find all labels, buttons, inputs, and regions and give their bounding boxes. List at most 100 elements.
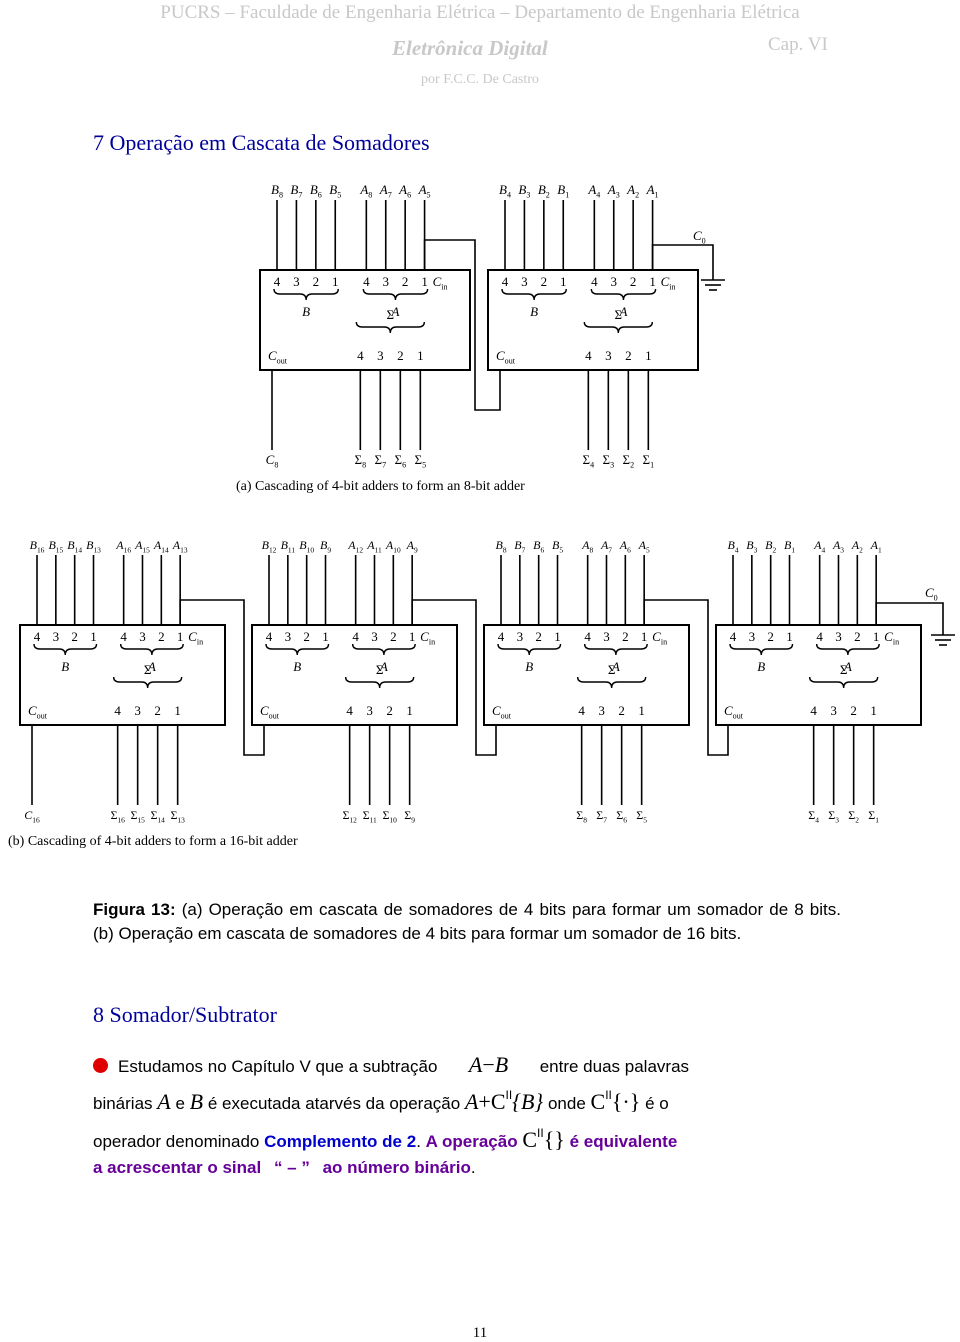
figure-caption-text: (a) Operação em cascata de somadores de … [93, 900, 841, 943]
panel-b-adder-2-input-label: B11 [281, 538, 296, 554]
panel-a-adder-1-pin-number: 1 [421, 274, 428, 289]
panel-a-adder-2-pin-number: 1 [560, 274, 567, 289]
panel-b-adder-3-pin-number: 2 [622, 629, 629, 644]
panel-b-adder-1-brace-sum [112, 676, 183, 689]
panel-b-adder-2-brace-b [265, 643, 330, 656]
panel-b-adder-3-input-label: B6 [533, 538, 544, 554]
panel-b-adder-4-sum-pin-number: 2 [850, 703, 857, 718]
paragraph-line-4: a acrescentar o sinal “ – ” ao número bi… [93, 1158, 476, 1177]
panel-b-adder-3-bus-a-label: A [611, 659, 620, 674]
panel-b-adder-3-input-label: A8 [581, 538, 593, 554]
panel-b-adder-3-cin-label: Cin [652, 629, 667, 647]
header-institution: PUCRS – Faculdade de Engenharia Elétrica… [160, 2, 800, 23]
panel-b-adder-4-sum-pin-number: 3 [830, 703, 837, 718]
panel-b-adder-3-pin-number: 3 [517, 629, 524, 644]
panel-a-adder-2-pin-number: 1 [649, 274, 656, 289]
panel-a-c8-label: C8 [266, 452, 279, 470]
panel-b-adder-2-pin-number: 3 [285, 629, 292, 644]
panel-b-caption: (b) Cascading of 4-bit adders to form a … [8, 834, 298, 849]
panel-b-adder-1-bus-a-label: A [147, 659, 156, 674]
panel-b-adder-2-input-label: A9 [406, 538, 418, 554]
panel-a-adder-2-input-label: A2 [626, 182, 639, 200]
panel-b-adder-3-pin-number: 3 [603, 629, 610, 644]
bullet-icon [93, 1058, 108, 1073]
panel-a-adder-1-sigma-label: Σ [387, 307, 395, 322]
panel-b-adder-2-bus-a-label: A [379, 659, 388, 674]
panel-a-adder-2-cin-label: Cin [661, 274, 676, 292]
panel-a-adder-1-input-label: A6 [398, 182, 411, 200]
panel-b-c0-label: C0 [925, 585, 938, 603]
panel-b-adder-4-sum-pin-number: 1 [870, 703, 877, 718]
paragraph-line-3: operador denominado Complemento de 2. A … [93, 1126, 678, 1152]
panel-a-adder-1-input-label: B6 [310, 182, 322, 200]
panel-b-adder-4-brace-b [729, 643, 794, 656]
panel-b-adder-3-sum-pin-number: 2 [618, 703, 625, 718]
panel-b-adder-3-cout-label: Cout [492, 703, 512, 721]
panel-a-adder-1-cin-label: Cin [433, 274, 448, 292]
panel-a-adder-1-pin-number: 4 [274, 274, 281, 289]
panel-b-adder-3-input-label: A7 [600, 538, 612, 554]
panel-b-adder-2-input-label: A12 [347, 538, 363, 554]
panel-a-adder-1-sum-pin-number: 2 [397, 348, 404, 363]
panel-a-caption: (a) Cascading of 4-bit adders to form an… [236, 479, 525, 494]
panel-b-adder-4-box [715, 624, 922, 726]
panel-b-adder-1-sum-label: Σ15 [130, 808, 145, 824]
panel-b-adder-3-sum-label: Σ7 [596, 808, 607, 824]
panel-b-adder-4-pin-number: 2 [854, 629, 861, 644]
panel-b-carry-link-2 [411, 599, 497, 756]
panel-b-adder-4-sum-label: Σ3 [828, 808, 839, 824]
panel-b-adder-3-pin-number: 1 [554, 629, 561, 644]
panel-b-adder-1-input-label: B13 [86, 538, 101, 554]
panel-a-adder-2-sum-pin-number: 4 [585, 348, 592, 363]
panel-b-adder-2-pin-number: 1 [322, 629, 329, 644]
panel-a-adder-2-input-label: A1 [646, 182, 659, 200]
panel-a-adder-1-bus-a-label: A [390, 304, 399, 319]
panel-a-adder-2-sum-label: Σ2 [623, 452, 635, 470]
page-number: 11 [472, 1325, 488, 1341]
panel-b-adder-3-input-label: B7 [514, 538, 525, 554]
panel-b-adder-1-pin-number: 1 [177, 629, 184, 644]
panel-b-adder-1-input-label: A13 [172, 538, 188, 554]
panel-a-adder-1-sum-label: Σ8 [355, 452, 367, 470]
panel-a-adder-1-pin-number: 3 [382, 274, 389, 289]
panel-a-adder-1-sum-pin-number: 1 [417, 348, 424, 363]
panel-b-adder-2-input-label: B9 [320, 538, 331, 554]
panel-b-adder-4-pin-number: 4 [730, 629, 737, 644]
panel-b-adder-4-sum-pin-number: 4 [810, 703, 817, 718]
panel-b-adder-4-brace-sum [808, 676, 879, 689]
panel-b-adder-2-pin-number: 4 [352, 629, 359, 644]
panel-b-adder-2-pin-number: 2 [390, 629, 397, 644]
panel-a-adder-1-brace-b [273, 288, 339, 301]
panel-b-carry-link-3 [643, 599, 729, 756]
panel-b-adder-3-pin-number: 1 [641, 629, 648, 644]
panel-a-adder-2-sum-pin-number: 3 [605, 348, 612, 363]
panel-b-adder-2-brace-a [351, 643, 416, 656]
panel-a-adder-2-box [487, 269, 699, 371]
panel-b-adder-1-pin-number: 2 [71, 629, 78, 644]
panel-b-adder-2-pin-number: 4 [266, 629, 273, 644]
panel-b-adder-1-sum-label: Σ14 [150, 808, 165, 824]
panel-a-adder-1-input-label: B8 [271, 182, 283, 200]
panel-a-adder-2-sum-label: Σ1 [643, 452, 655, 470]
panel-b-adder-3-pin-number: 2 [535, 629, 542, 644]
panel-b-adder-3-input-label: A6 [619, 538, 631, 554]
panel-b-adder-2-input-label: B10 [299, 538, 314, 554]
panel-b-adder-2-sum-pin-number: 4 [346, 703, 353, 718]
paragraph-line-1: Estudamos no Capítulo V que a subtração … [93, 1052, 841, 1078]
panel-b-adder-1-input-label: A15 [134, 538, 150, 554]
panel-a-adder-1-input-label: B5 [329, 182, 341, 200]
panel-a-adder-1-brace-a [362, 288, 429, 301]
panel-b-c16-label: C16 [24, 808, 40, 824]
panel-b-adder-4-bus-b-label: B [757, 659, 765, 674]
panel-b-adder-3-bus-b-label: B [525, 659, 533, 674]
panel-b-adder-1-pin-number: 4 [120, 629, 127, 644]
panel-b-adder-2-cout-label: Cout [260, 703, 280, 721]
panel-b-adder-1-sum-pin-number: 2 [154, 703, 161, 718]
panel-b-adder-2-sum-pin-number: 3 [366, 703, 373, 718]
header-author: por F.C.C. De Castro [421, 72, 539, 87]
panel-b-adder-4-input-label: A1 [870, 538, 882, 554]
panel-a-adder-2-sum-pin-number: 2 [625, 348, 632, 363]
panel-a-adder-1-pin-number: 2 [402, 274, 409, 289]
panel-b-adder-2-sum-pin-number: 2 [386, 703, 393, 718]
